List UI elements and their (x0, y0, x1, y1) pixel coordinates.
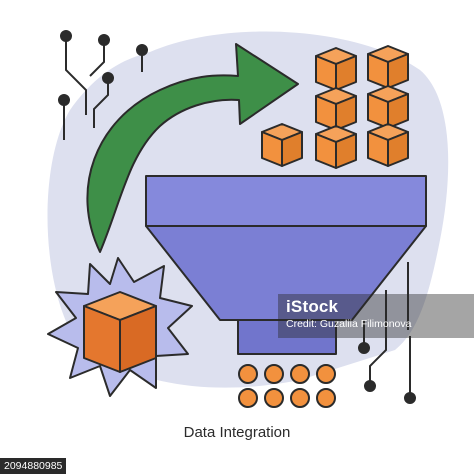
image-id-badge: 2094880985 (0, 458, 67, 474)
output-dots-icon (238, 364, 336, 408)
circuit-lines-right-icon (358, 262, 416, 404)
watermark-overlay: iStock Credit: Guzaliia Filimonova (278, 294, 474, 338)
watermark-credit: Credit: Guzaliia Filimonova (286, 318, 412, 330)
cube-stack-icon (261, 45, 409, 169)
funnel-icon (145, 175, 427, 355)
caption-title: Data Integration (183, 424, 291, 441)
circuit-lines-icon (58, 30, 148, 140)
gear-cube-icon (47, 257, 193, 397)
watermark-logo: iStock (286, 297, 339, 316)
curved-arrow-icon (86, 43, 299, 253)
